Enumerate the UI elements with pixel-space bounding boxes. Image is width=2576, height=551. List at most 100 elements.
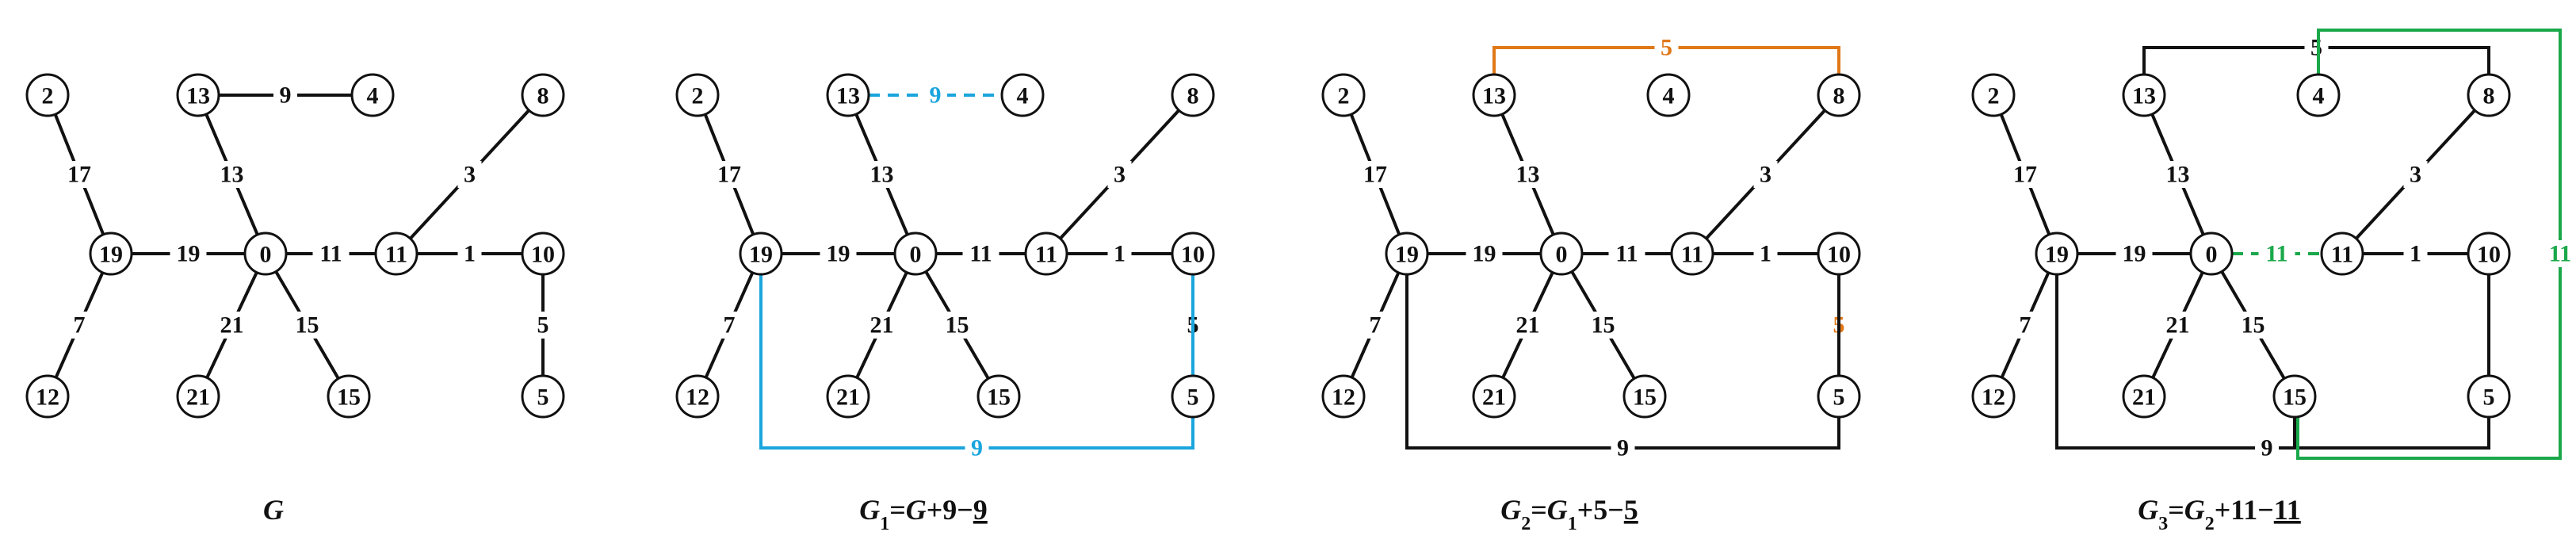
weight-19-15-bg: [2255, 434, 2279, 461]
weight-11-10-bg: [457, 240, 482, 267]
node-4: 4: [2296, 73, 2341, 117]
node-19-circle: [2035, 231, 2079, 276]
node-4-circle: [1000, 73, 1045, 117]
node-13: 13: [2122, 73, 2166, 117]
node-5-label: 5: [2483, 385, 2495, 411]
node-13: 13: [1472, 73, 1516, 117]
weight-11-8-bg: [457, 161, 482, 188]
node-21-circle: [826, 374, 870, 419]
node-8: 8: [2467, 73, 2511, 117]
node-12: 12: [1321, 374, 1366, 419]
caption-G1: G1=G+9−9: [859, 494, 988, 534]
weight-13-8-bg: [1654, 34, 1679, 61]
node-0: 0: [2189, 231, 2234, 276]
node-12-label: 12: [1982, 385, 2005, 411]
node-0: 0: [1539, 231, 1584, 276]
node-13-label: 13: [836, 83, 860, 109]
node-5: 5: [1817, 374, 1861, 419]
node-5: 5: [2467, 374, 2511, 419]
node-8-label: 8: [1833, 83, 1845, 109]
node-15-circle: [977, 374, 1021, 419]
weight-0-15-bg: [938, 312, 976, 339]
node-10-circle: [2467, 231, 2511, 276]
node-13-label: 13: [1482, 83, 1506, 109]
node-15: 15: [327, 374, 371, 419]
node-10: 10: [521, 231, 565, 276]
node-12-label: 12: [36, 385, 59, 411]
node-2-circle: [25, 73, 70, 117]
weight-2-19: 17: [1363, 162, 1387, 188]
node-8: 8: [1171, 73, 1215, 117]
caption-G2: G2=G1+5−5: [1500, 494, 1638, 534]
node-13-circle: [176, 73, 220, 117]
weight-13-0: 13: [870, 162, 894, 188]
node-10-label: 10: [531, 242, 555, 268]
node-8-circle: [2467, 73, 2511, 117]
node-5-circle: [2467, 374, 2511, 419]
node-11-circle: [1670, 231, 1714, 276]
weight-19-12: 7: [2020, 312, 2031, 339]
caption-G: G: [263, 494, 284, 526]
node-21-label: 21: [186, 385, 210, 411]
node-19-label: 19: [2045, 242, 2069, 268]
weight-19-0-bg: [170, 240, 207, 267]
weight-0-21-bg: [863, 312, 900, 339]
node-8-label: 8: [537, 83, 549, 109]
weight-19-0: 19: [827, 241, 850, 267]
weight-13-0-bg: [213, 161, 250, 188]
weight-13-0-bg: [863, 161, 900, 188]
node-11-label: 11: [1681, 242, 1703, 268]
edge-10-15: [2295, 274, 2490, 450]
node-2-label: 2: [692, 83, 704, 109]
weight-13-8-bg: [2304, 34, 2329, 61]
weight-0-21: 21: [1516, 312, 1540, 339]
node-19: 19: [89, 231, 133, 276]
node-12-circle: [675, 374, 720, 419]
node-8-circle: [1817, 73, 1861, 117]
node-2-circle: [675, 73, 720, 117]
weight-13-8: 5: [2310, 35, 2322, 61]
node-0-label: 0: [910, 242, 922, 268]
weight-13-0: 13: [1516, 162, 1540, 188]
weight-13-4-bg: [273, 82, 297, 109]
weight-11-8: 3: [1760, 162, 1771, 188]
weight-19-12-bg: [67, 312, 91, 339]
node-2-circle: [1971, 73, 2016, 117]
weight-13-0: 13: [2166, 162, 2190, 188]
node-4-circle: [2296, 73, 2341, 117]
node-10-circle: [1817, 231, 1861, 276]
weight-19-12: 7: [74, 312, 86, 339]
node-11-label: 11: [2331, 242, 2353, 268]
node-8: 8: [521, 73, 565, 117]
node-13-label: 13: [2132, 83, 2156, 109]
weight-0-11: 11: [2265, 241, 2287, 267]
weight-0-21-bg: [2159, 312, 2196, 339]
node-0-circle: [243, 231, 288, 276]
node-11-label: 11: [385, 242, 407, 268]
weight-0-21: 21: [870, 312, 894, 339]
weight-19-10: 9: [971, 435, 983, 461]
node-15: 15: [977, 374, 1021, 419]
node-4: 4: [350, 73, 395, 117]
node-10-circle: [521, 231, 565, 276]
node-2-circle: [1321, 73, 1366, 117]
weight-19-10-bg: [965, 434, 989, 461]
node-8: 8: [1817, 73, 1861, 117]
weight-0-15: 15: [2242, 312, 2265, 339]
node-10-label: 10: [1181, 242, 1205, 268]
node-0-label: 0: [260, 242, 272, 268]
node-12: 12: [675, 374, 720, 419]
node-5: 5: [1171, 374, 1215, 419]
node-21-label: 21: [2132, 385, 2156, 411]
node-15-label: 15: [1633, 385, 1657, 411]
weight-0-15-bg: [1584, 312, 1622, 339]
node-2: 2: [675, 73, 720, 117]
weight-19-0: 19: [2123, 241, 2146, 267]
node-19-label: 19: [749, 242, 773, 268]
node-5-circle: [521, 374, 565, 419]
